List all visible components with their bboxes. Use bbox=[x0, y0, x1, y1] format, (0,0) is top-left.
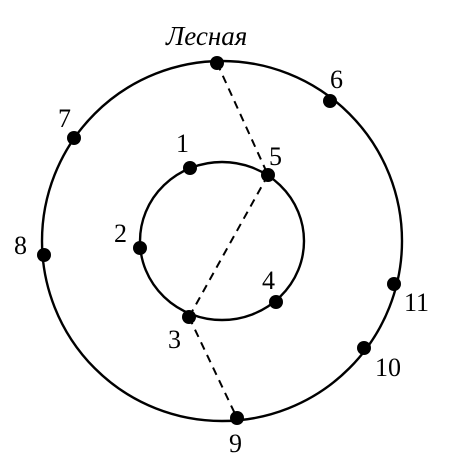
station-label-2: 2 bbox=[114, 219, 127, 248]
station-label-9: 9 bbox=[229, 429, 242, 458]
station-label-1: 1 bbox=[176, 129, 189, 158]
station-5[interactable] bbox=[261, 168, 275, 182]
station-lesnaya[interactable] bbox=[210, 56, 224, 70]
station-11[interactable] bbox=[387, 277, 401, 291]
station-title-lesnaya: Лесная bbox=[165, 21, 247, 51]
station-6[interactable] bbox=[323, 94, 337, 108]
station-label-7: 7 bbox=[58, 104, 71, 133]
station-10[interactable] bbox=[357, 341, 371, 355]
station-label-10: 10 bbox=[375, 353, 401, 382]
connector-3-9 bbox=[188, 316, 238, 419]
station-9[interactable] bbox=[230, 411, 244, 425]
connector-lesnaya-5 bbox=[216, 62, 269, 176]
station-label-5: 5 bbox=[269, 142, 282, 171]
station-label-11: 11 bbox=[404, 288, 429, 317]
station-label-4: 4 bbox=[262, 266, 275, 295]
station-2[interactable] bbox=[133, 241, 147, 255]
station-7[interactable] bbox=[67, 131, 81, 145]
connector-5-3 bbox=[188, 174, 269, 318]
station-3[interactable] bbox=[182, 310, 196, 324]
station-label-8: 8 bbox=[14, 231, 27, 260]
station-4[interactable] bbox=[269, 295, 283, 309]
station-label-3: 3 bbox=[168, 325, 181, 354]
station-label-6: 6 bbox=[330, 65, 343, 94]
station-8[interactable] bbox=[37, 248, 51, 262]
outer-ring bbox=[40, 59, 404, 423]
station-1[interactable] bbox=[183, 161, 197, 175]
